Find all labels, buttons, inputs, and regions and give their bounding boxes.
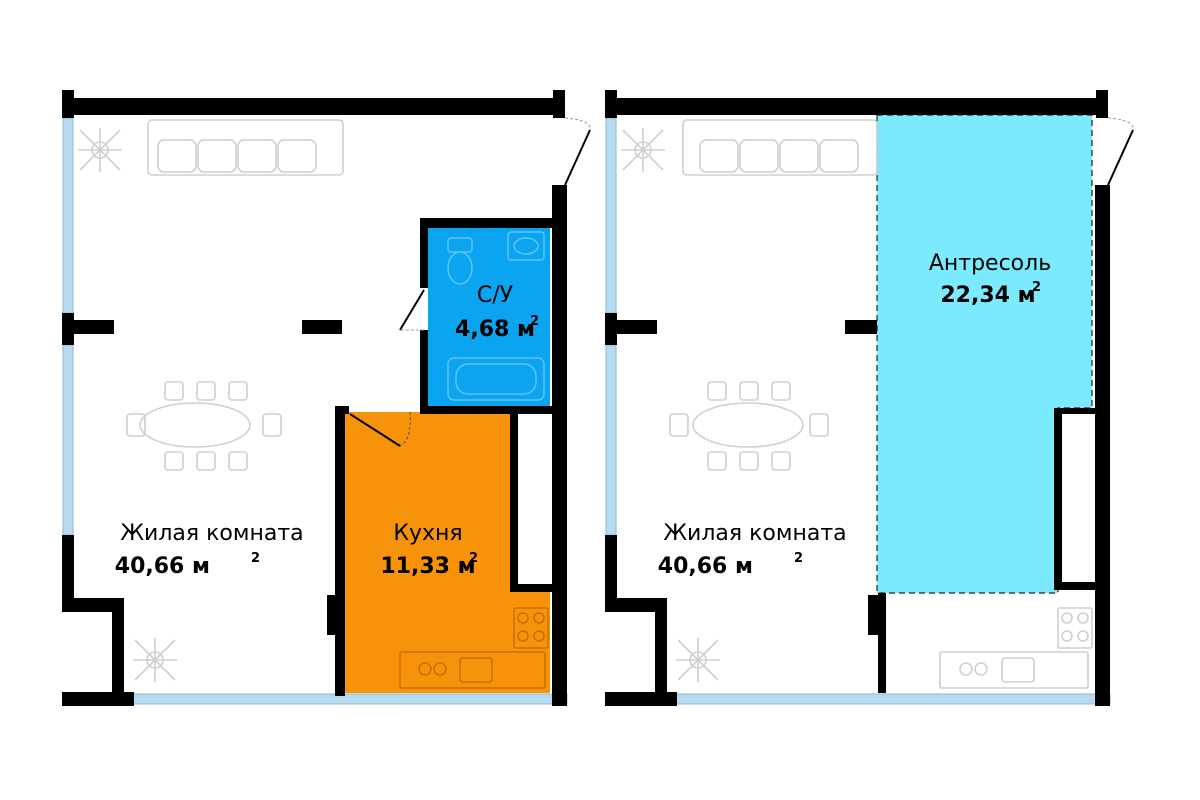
wall-bottom-left	[62, 692, 134, 706]
door-icon	[564, 117, 591, 186]
niche	[518, 414, 552, 584]
wall-left-lower	[605, 535, 617, 610]
window-left-top	[62, 117, 74, 314]
wall-kitchen-left	[335, 406, 345, 696]
kitchen-counter-icon	[399, 651, 546, 689]
room-label-living: Жилая комната	[663, 521, 846, 546]
room-area-bathroom-sup: 2	[530, 314, 539, 329]
kitchen-area	[345, 412, 550, 693]
room-area-kitchen: 11,33 м	[380, 554, 475, 579]
wall-center-stub	[302, 320, 342, 334]
room-label-kitchen: Кухня	[393, 521, 462, 546]
door-icon	[349, 411, 411, 447]
dining-table-icon	[669, 381, 829, 471]
wall-notch-v	[112, 598, 124, 698]
kitchen-counter-icon	[939, 651, 1089, 689]
wall-notch-h	[605, 598, 667, 612]
wall-bath-top	[420, 218, 567, 228]
sofa-icon	[147, 119, 344, 176]
wall-niche-bottom	[510, 584, 560, 592]
wall-bottom-left	[605, 692, 677, 706]
niche	[1062, 414, 1095, 582]
plant-icon	[676, 638, 720, 682]
dining-table-icon	[126, 381, 282, 471]
room-label-mezzanine: Антресоль	[929, 251, 1051, 276]
room-area-kitchen-sup: 2	[469, 551, 478, 566]
room-area-bathroom: 4,68 м	[455, 317, 535, 342]
room-area-living: 40,66 м	[658, 554, 753, 579]
room-area-living: 40,66 м	[115, 554, 210, 579]
wall-bath-left-bottom	[420, 330, 428, 412]
room-area-living-sup: 2	[794, 551, 803, 566]
toilet-icon	[447, 237, 473, 285]
wall-niche-bottom	[1054, 582, 1102, 590]
door-icon	[399, 289, 425, 331]
window-left-bottom	[605, 344, 617, 536]
wall-kitchen-left	[878, 593, 886, 693]
window-left-top	[605, 117, 617, 314]
sofa-icon	[682, 119, 878, 176]
plant-icon	[78, 128, 122, 172]
wall-niche-left	[510, 412, 518, 592]
wall-left-lower	[62, 535, 74, 610]
wall-notch-v	[655, 598, 667, 698]
plan-right: Жилая комната 40,66 м 2 Антресоль 22,34 …	[605, 90, 1134, 706]
wall-top-left-stub	[62, 90, 74, 118]
plant-icon	[133, 638, 177, 682]
wall-niche-top	[1054, 408, 1102, 414]
window-bottom	[131, 693, 568, 705]
wall-top-right-stub	[1096, 90, 1108, 118]
wall-niche-left	[1054, 408, 1062, 590]
bathtub-icon	[447, 357, 545, 401]
wall-bath-left-top	[420, 218, 428, 288]
stove-icon	[513, 607, 549, 649]
wall-left-stub	[62, 320, 114, 334]
wall-top-right-stub	[553, 90, 565, 118]
wall-top-left-stub	[605, 90, 617, 118]
room-area-mezzanine-sup: 2	[1032, 280, 1041, 295]
wall-center-stub	[845, 320, 877, 334]
room-label-living: Жилая комната	[120, 521, 303, 546]
plan-left: Жилая комната 40,66 м 2 С/У 4,68 м 2 Кух…	[62, 90, 591, 706]
wall-kitchen-pier	[327, 595, 345, 635]
door-icon	[1107, 117, 1134, 186]
window-bottom	[674, 693, 1111, 705]
plant-icon	[621, 128, 665, 172]
wall-top	[605, 98, 1108, 115]
room-label-bathroom: С/У	[477, 283, 514, 308]
wall-left-stub	[605, 320, 657, 334]
wall-bath-bottom	[420, 406, 567, 414]
stove-icon	[1057, 607, 1093, 649]
wall-top	[62, 98, 565, 115]
wall-right	[552, 185, 567, 705]
sink-icon	[507, 231, 545, 261]
wall-notch-h	[62, 598, 124, 612]
wall-right	[1095, 185, 1110, 705]
room-area-living-sup: 2	[251, 551, 260, 566]
room-area-mezzanine: 22,34 м	[940, 283, 1035, 308]
window-left-bottom	[62, 344, 74, 536]
